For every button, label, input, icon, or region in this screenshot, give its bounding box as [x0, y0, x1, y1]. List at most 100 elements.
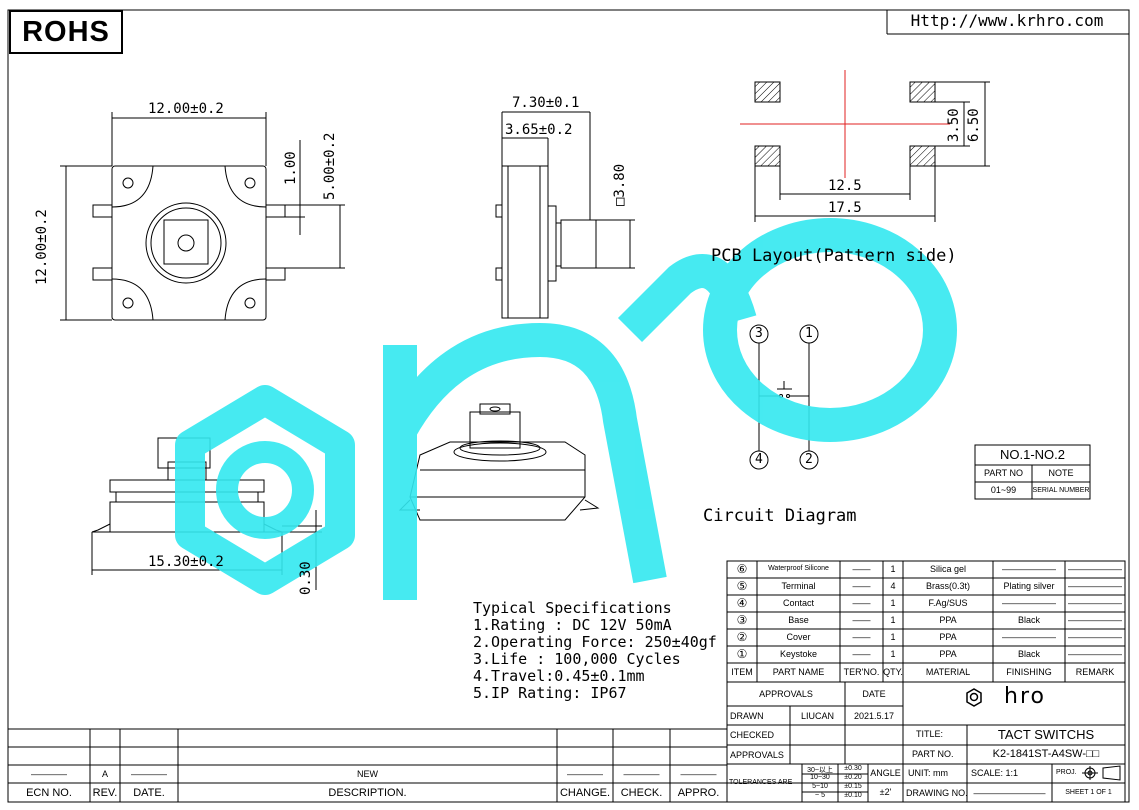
dim-pcb-h2: 17.5: [828, 200, 862, 216]
bom-cell-ter: ——: [852, 615, 871, 625]
spec-item: 5.IP Rating: IP67: [473, 684, 627, 702]
bom-cell-fin: Black: [1017, 649, 1040, 659]
scale-label: SCALE: 1:1: [971, 768, 1019, 778]
bom-cell-rem: ——————: [1068, 598, 1122, 608]
website-url[interactable]: Http://www.krhro.com: [910, 11, 1104, 30]
proj-label: PROJ.: [1056, 769, 1077, 776]
rev-a: A: [101, 769, 108, 779]
bom-cell-no: ④: [736, 596, 748, 610]
bom-cell-mat: PPA: [939, 632, 957, 642]
spec-item: 3.Life : 100,000 Cycles: [473, 650, 681, 668]
ecn-header: ECN NO.: [26, 787, 72, 799]
bom-cell-rem: ——————: [1068, 615, 1122, 625]
bom-header: FINISHING: [1006, 667, 1052, 677]
bom-cell-name: Keystoke: [779, 649, 818, 659]
bom-cell-qty: 1: [890, 564, 896, 574]
rev-new: NEW: [357, 769, 378, 779]
tol-value: ±0.10: [844, 792, 862, 799]
dim-top-width: 12.00±0.2: [148, 101, 224, 117]
drawn-date: 2021.5.17: [853, 711, 895, 721]
title-value: TACT SWITCHS: [997, 727, 1095, 742]
projection-symbol-icon: [1082, 765, 1121, 781]
tolerances-label: TOLERANCES ARE: [729, 779, 793, 786]
pcb-layout: [740, 70, 990, 222]
bom-cell-ter: ——: [852, 632, 871, 642]
tol-range: 5~10: [812, 783, 828, 790]
bom-cell-mat: F.Ag/SUS: [928, 598, 968, 608]
hro-watermark: [175, 218, 957, 600]
bom-cell-name: Terminal: [781, 581, 816, 591]
sheet-label: SHEET 1 OF 1: [1065, 789, 1112, 796]
bom-cell-name: Waterproof Silicone: [768, 565, 829, 572]
change-header: CHANGE.: [559, 787, 611, 799]
bom-cell-rem: ——————: [1068, 581, 1122, 591]
bom-table-lines: [726, 560, 1126, 803]
drawing-no-value: ————————: [973, 788, 1046, 798]
bom-cell-no: ③: [736, 613, 748, 627]
tol-value: ±0.30: [844, 765, 862, 772]
rev-dash: ————: [567, 769, 603, 779]
drawing-border: [7, 9, 1130, 803]
spec-title: Typical Specifications: [473, 599, 672, 617]
dim-pcb-v1: 3.50: [946, 108, 962, 142]
bom-cell-name: Base: [788, 615, 809, 625]
rev-header: REV.: [92, 787, 118, 799]
bom-header: QTY.: [883, 667, 903, 677]
hro-logo-text: hro: [1004, 684, 1046, 709]
bom-header: REMARK: [1075, 667, 1115, 677]
tol-value: ±0.20: [844, 774, 862, 781]
bom-cell-qty: 1: [890, 615, 896, 625]
unit-label: UNIT: mm: [908, 768, 948, 778]
bom-cell-fin: Black: [1017, 615, 1040, 625]
bom-cell-rem: ——————: [1068, 649, 1122, 659]
pin-3-label: 3: [755, 326, 763, 341]
bom-cell-name: Contact: [782, 598, 815, 608]
spec-item: 2.Operating Force: 250±40gf: [473, 633, 717, 651]
drawn-label: DRAWN: [730, 711, 764, 721]
dim-terminal-1: 1.00: [283, 151, 299, 185]
bom-header: TER'NO.: [843, 667, 880, 677]
dim-bottom-width: 15.30±0.2: [148, 554, 224, 570]
approvals-header: APPROVALS: [759, 689, 813, 699]
bom-cell-fin: ——————: [1002, 564, 1056, 574]
bom-cell-ter: ——: [852, 564, 871, 574]
check-header: CHECK.: [620, 787, 663, 799]
title-label: TITLE:: [916, 729, 944, 739]
spec-item: 1.Rating : DC 12V 50mA: [473, 616, 672, 634]
pcb-layout-label: PCB Layout(Pattern side): [711, 246, 957, 266]
bom-cell-mat: PPA: [939, 649, 957, 659]
dim-pcb-h1: 12.5: [828, 178, 862, 194]
side-view: [495, 111, 635, 319]
rohs-badge: ROHS: [9, 10, 123, 54]
isometric-view: [398, 403, 600, 521]
dim-side-half: 3.65±0.2: [505, 122, 573, 138]
date-header: DATE.: [133, 787, 165, 799]
bom-cell-mat: PPA: [939, 615, 957, 625]
top-view: [60, 112, 345, 321]
bom-cell-qty: 1: [890, 632, 896, 642]
bom-cell-rem: ——————: [1068, 632, 1122, 642]
circuit-diagram-label: Circuit Diagram: [703, 506, 857, 526]
rev-dash: ————: [623, 769, 660, 779]
bom-cell-ter: ——: [852, 649, 871, 659]
dim-pcb-v2: 6.50: [966, 108, 982, 142]
bom-cell-qty: 1: [890, 598, 896, 608]
date-header: DATE: [862, 689, 886, 699]
bom-cell-name: Cover: [786, 632, 811, 642]
dim-left-height: 12.00±0.2: [34, 209, 50, 285]
angle-label: ANGLE: [870, 768, 901, 778]
spec-item: 4.Travel:0.45±0.1mm: [473, 667, 645, 685]
bom-cell-no: ⑤: [736, 579, 748, 593]
pin-2-label: 2: [805, 452, 813, 467]
pin-1-label: 1: [805, 326, 813, 341]
rev-dash: ————: [31, 769, 67, 779]
dim-bottom-thick: 0.30: [298, 561, 314, 595]
note-table-val1: 01~99: [990, 485, 1017, 495]
bom-cell-qty: 1: [890, 649, 896, 659]
angle-value: ±2': [879, 787, 892, 797]
tol-value: ±0.15: [844, 783, 862, 790]
bom-cell-ter: ——: [852, 581, 871, 591]
bom-header: PART NAME: [772, 667, 825, 677]
bom-cell-ter: ——: [852, 598, 871, 608]
